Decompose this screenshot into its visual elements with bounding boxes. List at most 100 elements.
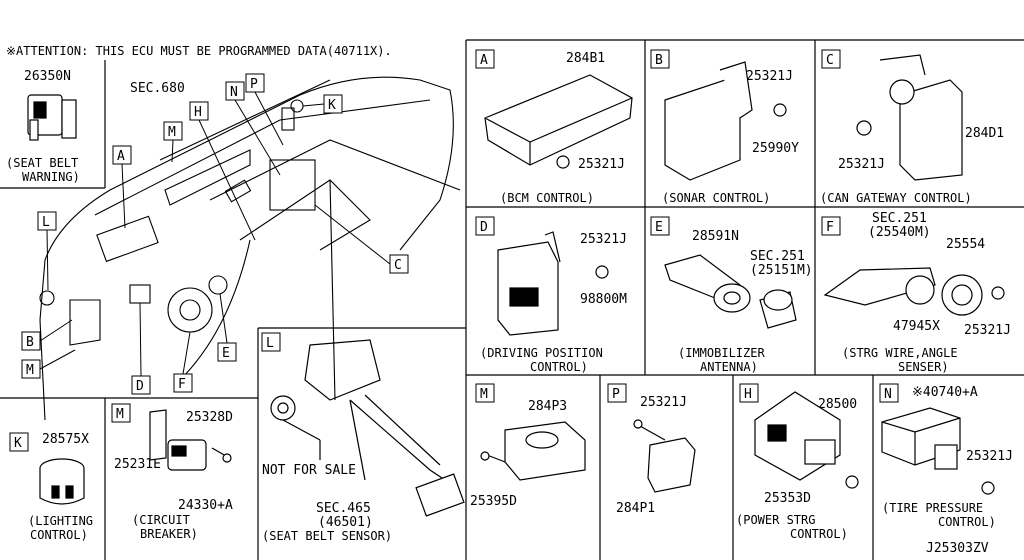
- part-number: 25321J: [966, 449, 1013, 464]
- caption: SENSER): [898, 360, 949, 374]
- breaker-drawing: [149, 409, 232, 471]
- svg-text:C: C: [394, 258, 402, 273]
- sec-label: SEC.251: [750, 249, 805, 264]
- panel-can-gateway: C 284D1 25321J (CAN GATEWAY CONTROL): [820, 49, 1004, 205]
- panel-sonar: B 25321J 25990Y (SONAR CONTROL): [650, 49, 799, 205]
- caption: WARNING): [22, 170, 80, 184]
- caption: (CAN GATEWAY CONTROL): [820, 191, 972, 205]
- svg-text:M: M: [168, 125, 176, 140]
- svg-text:L: L: [42, 215, 50, 230]
- overview-callouts: A M H N P K L B M D F E C: [21, 73, 409, 395]
- part-number: 25321J: [964, 323, 1011, 338]
- section-letter: A: [480, 53, 488, 68]
- svg-text:N: N: [230, 85, 238, 100]
- caption: (IMMOBILIZER: [678, 346, 765, 360]
- svg-text:F: F: [178, 377, 186, 392]
- svg-text:A: A: [117, 149, 125, 164]
- callout-F: F: [173, 331, 193, 393]
- caption: (BCM CONTROL): [500, 191, 594, 205]
- panel-bcm: A 284B1 25321J (BCM CONTROL): [475, 49, 633, 205]
- m-switch-drawing: [480, 421, 586, 481]
- sec-label: SEC.251: [872, 211, 927, 226]
- panel-m-switch: M 284P3 25395D: [470, 383, 586, 509]
- panel-driving-position: D 25321J 98800M (DRIVING POSITION CONTRO…: [475, 216, 627, 374]
- part-number: 28575X: [42, 432, 89, 447]
- panel-strg-wire: F SEC.251 (25540M) 25554 47945X 25321J (…: [821, 211, 1011, 374]
- sec-label: SEC.465: [316, 501, 371, 516]
- section-letter: P: [612, 387, 620, 402]
- part-number: 284D1: [965, 126, 1004, 141]
- caption: ANTENNA): [700, 360, 758, 374]
- caption: (CIRCUIT: [132, 513, 190, 527]
- sec-label: SEC.680: [130, 81, 185, 96]
- part-number: 25328D: [186, 410, 233, 425]
- bcm-drawing: [484, 74, 633, 169]
- lighting-sensor-drawing: [39, 458, 85, 505]
- callout-B: B: [21, 319, 73, 351]
- part-number: 25321J: [640, 395, 687, 410]
- svg-text:M: M: [26, 363, 34, 378]
- caption: CONTROL): [530, 360, 588, 374]
- part-number: 25321J: [838, 157, 885, 172]
- part-number: 25990Y: [752, 141, 799, 156]
- part-number: 25321J: [578, 157, 625, 172]
- power-strg-drawing: [754, 391, 859, 489]
- callout-C: C: [314, 204, 409, 274]
- caption: CONTROL): [30, 528, 88, 542]
- svg-text:P: P: [250, 77, 258, 92]
- tire-pressure-drawing: [881, 407, 995, 495]
- callout-L: L: [37, 211, 57, 291]
- caption: (SEAT BELT SENSOR): [262, 529, 392, 543]
- part-number: 25395D: [470, 494, 517, 509]
- driving-position-drawing: [497, 231, 609, 336]
- sonar-drawing: [664, 61, 787, 181]
- seat-belt-warning-section: 26350N (SEAT BELT WARNING): [6, 69, 80, 184]
- part-number: 284P3: [528, 399, 567, 414]
- seat-belt-sensor-section: L NOT FOR SALE SEC.465 (46501) (SEAT BEL…: [261, 332, 465, 543]
- section-letter: M: [116, 407, 124, 422]
- part-number: 25554: [946, 237, 985, 252]
- caption: (SEAT BELT: [6, 156, 78, 170]
- part-number: 25353D: [764, 491, 811, 506]
- part-number: 284B1: [566, 51, 605, 66]
- svg-text:B: B: [26, 335, 34, 350]
- sec-sub-label: (25540M): [868, 225, 931, 240]
- part-number: 98800M: [580, 292, 627, 307]
- section-letter: L: [266, 336, 274, 351]
- part-number: 26350N: [24, 69, 71, 84]
- svg-text:K: K: [328, 98, 336, 113]
- sec-sub-label: (25151M): [750, 263, 813, 278]
- note: NOT FOR SALE: [262, 463, 356, 478]
- svg-text:H: H: [194, 105, 202, 120]
- strg-wire-drawing: [823, 267, 1005, 316]
- part-number: 284P1: [616, 501, 655, 516]
- sec-sub-label: (46501): [318, 515, 373, 530]
- caption: CONTROL): [790, 527, 848, 541]
- section-letter: M: [480, 387, 488, 402]
- svg-text:D: D: [136, 379, 144, 394]
- section-letter: D: [480, 220, 488, 235]
- caption: (TIRE PRESSURE: [882, 501, 983, 515]
- part-number: 25321J: [580, 232, 627, 247]
- dashboard-overview: [39, 76, 461, 421]
- caption: (STRG WIRE,ANGLE: [842, 346, 958, 360]
- section-letter: B: [655, 53, 663, 68]
- panel-power-strg: H 28500 25353D (POWER STRG CONTROL): [736, 383, 859, 541]
- panel-immobilizer: E 28591N SEC.251 (25151M) (IMMOBILIZER A…: [650, 216, 813, 374]
- panel-p-module: P 25321J 284P1: [607, 383, 696, 516]
- part-number: 28591N: [692, 229, 739, 244]
- attention-note: ※ATTENTION: THIS ECU MUST BE PROGRAMMED …: [6, 44, 392, 58]
- callout-E: E: [217, 293, 237, 362]
- caption: (POWER STRG: [736, 513, 815, 527]
- part-number: 25231E: [114, 457, 161, 472]
- callout-N: N: [225, 81, 281, 176]
- pedal-drawing: [270, 339, 465, 517]
- section-letter: C: [826, 53, 834, 68]
- callout-D: D: [131, 302, 151, 395]
- part-number: 24330+A: [178, 498, 233, 513]
- section-letter: E: [655, 220, 663, 235]
- caption: (DRIVING POSITION: [480, 346, 603, 360]
- section-letter: N: [884, 387, 892, 402]
- part-number: 25321J: [746, 69, 793, 84]
